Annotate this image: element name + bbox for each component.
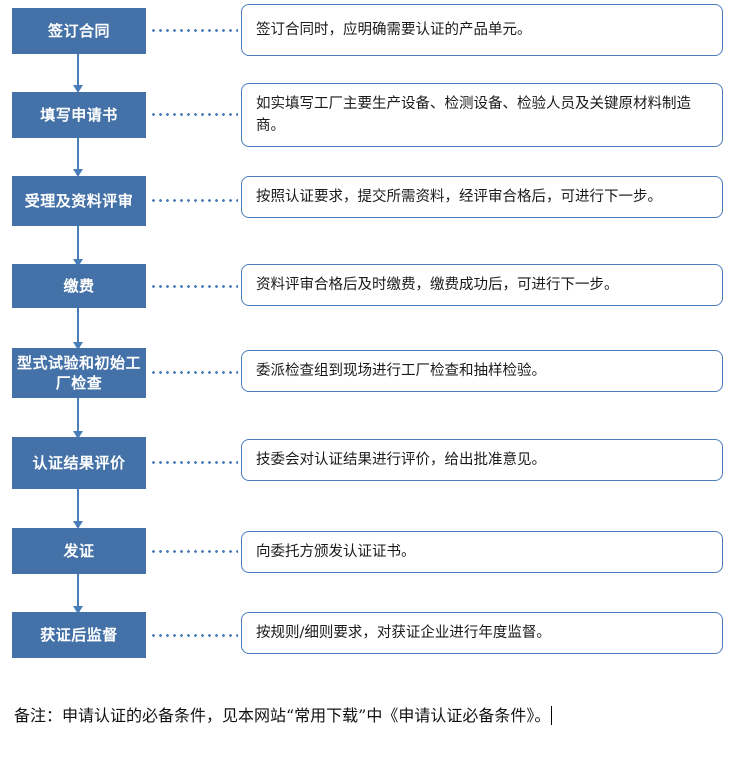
- note-box-4: 资料评审合格后及时缴费，缴费成功后，可进行下一步。: [241, 264, 723, 306]
- note-box-3: 按照认证要求，提交所需资料，经评审合格后，可进行下一步。: [241, 176, 723, 218]
- step-box-5[interactable]: 型式试验和初始工厂检查: [12, 348, 146, 398]
- note-text-8: 按规则/细则要求，对获证企业进行年度监督。: [256, 624, 551, 641]
- note-text-2: 如实填写工厂主要生产设备、检测设备、检验人员及关键原材料制造商。: [256, 95, 691, 134]
- note-box-6: 技委会对认证结果进行评价，给出批准意见。: [241, 439, 723, 481]
- text-cursor: [551, 706, 553, 725]
- step-label-6: 认证结果评价: [32, 453, 126, 472]
- note-text-6: 技委会对认证结果进行评价，给出批准意见。: [256, 451, 546, 468]
- connector-dots-3: [150, 199, 238, 202]
- arrow-1-2: [73, 54, 83, 93]
- note-box-8: 按规则/细则要求，对获证企业进行年度监督。: [241, 612, 723, 654]
- arrow-7-8: [73, 574, 83, 614]
- arrow-6-7: [73, 489, 83, 529]
- step-label-2: 填写申请书: [40, 105, 118, 124]
- footer-remark-text: 备注：申请认证的必备条件，见本网站“常用下载”中《申请认证必备条件》。: [14, 706, 551, 725]
- step-box-3[interactable]: 受理及资料评审: [12, 176, 146, 226]
- note-box-2: 如实填写工厂主要生产设备、检测设备、检验人员及关键原材料制造商。: [241, 83, 723, 147]
- note-box-7: 向委托方颁发认证证书。: [241, 531, 723, 573]
- step-box-1[interactable]: 签订合同: [12, 8, 146, 54]
- step-box-4[interactable]: 缴费: [12, 264, 146, 308]
- note-box-1: 签订合同时，应明确需要认证的产品单元。: [241, 4, 723, 56]
- step-box-6[interactable]: 认证结果评价: [12, 437, 146, 489]
- note-text-4: 资料评审合格后及时缴费，缴费成功后，可进行下一步。: [256, 276, 619, 293]
- step-box-8[interactable]: 获证后监督: [12, 612, 146, 658]
- connector-dots-8: [150, 634, 238, 637]
- step-label-3: 受理及资料评审: [24, 191, 134, 210]
- footer-remark: 备注：申请认证的必备条件，见本网站“常用下载”中《申请认证必备条件》。: [14, 700, 714, 732]
- note-box-5: 委派检查组到现场进行工厂检查和抽样检验。: [241, 350, 723, 392]
- step-label-4: 缴费: [63, 276, 95, 295]
- arrow-2-3: [73, 138, 83, 177]
- connector-dots-2: [150, 113, 238, 116]
- connector-dots-7: [150, 550, 238, 553]
- connector-dots-4: [150, 285, 238, 288]
- step-label-1: 签订合同: [47, 21, 110, 40]
- note-text-5: 委派检查组到现场进行工厂检查和抽样检验。: [256, 362, 546, 379]
- arrow-5-6: [73, 398, 83, 439]
- step-box-2[interactable]: 填写申请书: [12, 92, 146, 138]
- arrow-4-5: [73, 308, 83, 350]
- arrow-3-4: [73, 226, 83, 267]
- note-text-1: 签订合同时，应明确需要认证的产品单元。: [256, 21, 532, 38]
- step-label-5: 型式试验和初始工厂检查: [16, 353, 141, 392]
- note-text-3: 按照认证要求，提交所需资料，经评审合格后，可进行下一步。: [256, 188, 662, 205]
- step-label-8: 获证后监督: [40, 625, 118, 644]
- note-text-7: 向委托方颁发认证证书。: [256, 543, 416, 560]
- connector-dots-6: [150, 461, 238, 464]
- connector-dots-5: [150, 371, 238, 374]
- connector-dots-1: [150, 29, 238, 32]
- step-box-7[interactable]: 发证: [12, 528, 146, 574]
- step-label-7: 发证: [63, 541, 95, 560]
